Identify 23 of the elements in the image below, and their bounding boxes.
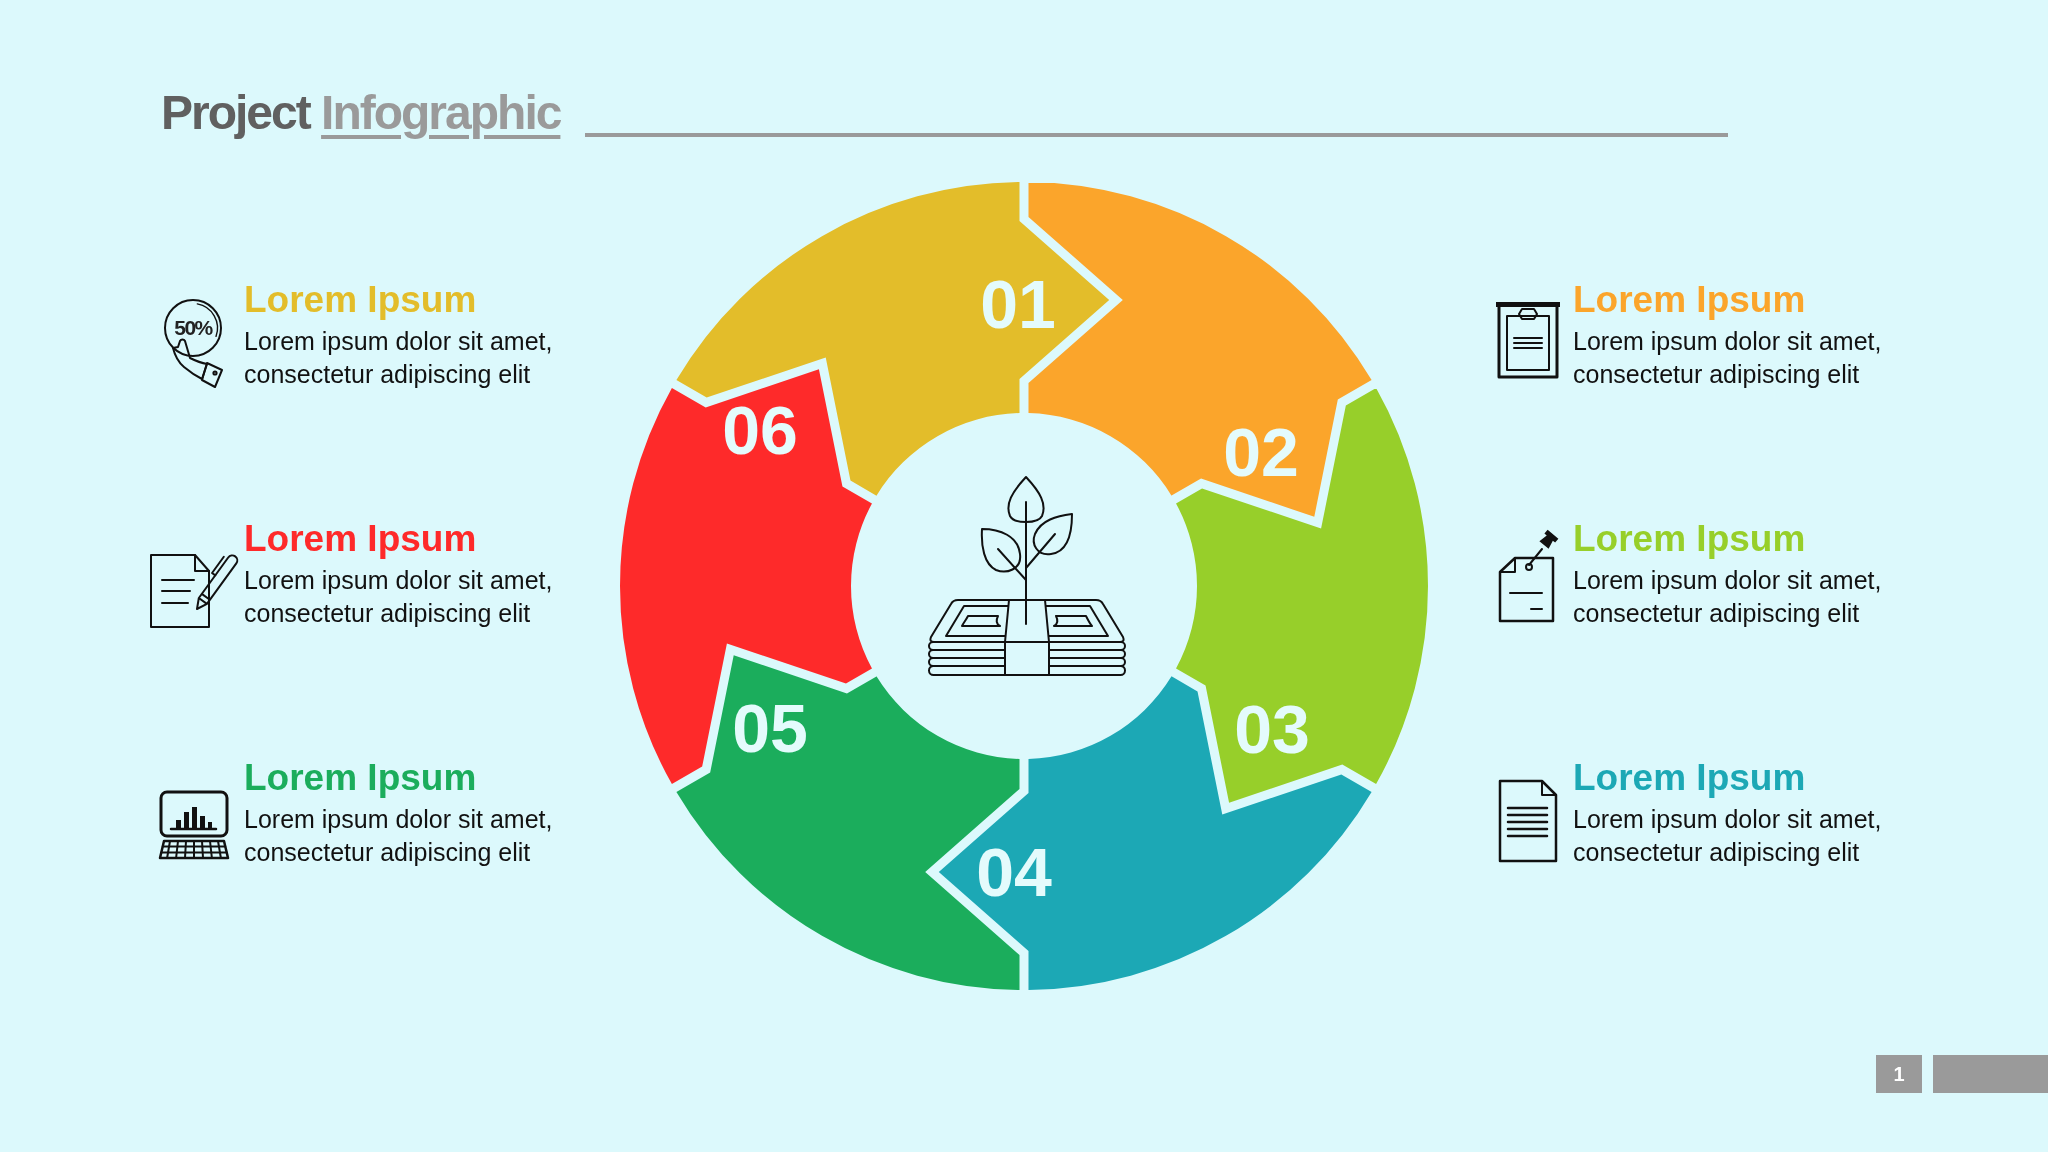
item-description: Lorem ipsum dolor sit amet, consectetur adipiscing elit	[244, 565, 554, 629]
item-description: Lorem ipsum dolor sit amet, consectetur adipiscing elit	[244, 326, 554, 390]
step-number: 05	[732, 694, 808, 762]
item-heading: Lorem Ipsum	[1573, 757, 1806, 800]
item-heading: Lorem Ipsum	[1573, 518, 1806, 561]
percent-text: 50%	[174, 316, 212, 338]
step-number: 04	[976, 838, 1052, 906]
step-number: 06	[722, 396, 798, 464]
item-description: Lorem ipsum dolor sit amet, consectetur adipiscing elit	[244, 804, 554, 868]
item-heading: Lorem Ipsum	[244, 518, 477, 561]
arrow-segment	[938, 676, 1374, 990]
step-number: 02	[1223, 418, 1299, 486]
item-description: Lorem ipsum dolor sit amet, consectetur adipiscing elit	[1573, 326, 1883, 390]
item-heading: Lorem Ipsum	[1573, 279, 1806, 322]
item-heading: Lorem Ipsum	[244, 757, 477, 800]
arrow-segment	[674, 182, 1110, 496]
title: Project Infographic	[161, 85, 561, 141]
page-number: 1	[1876, 1055, 1922, 1093]
step-number: 03	[1234, 695, 1310, 763]
item-description: Lorem ipsum dolor sit amet, consectetur adipiscing elit	[1573, 565, 1883, 629]
item-heading: Lorem Ipsum	[244, 279, 477, 322]
item-description: Lorem ipsum dolor sit amet, consectetur adipiscing elit	[1573, 804, 1883, 868]
step-number: 01	[980, 270, 1056, 338]
